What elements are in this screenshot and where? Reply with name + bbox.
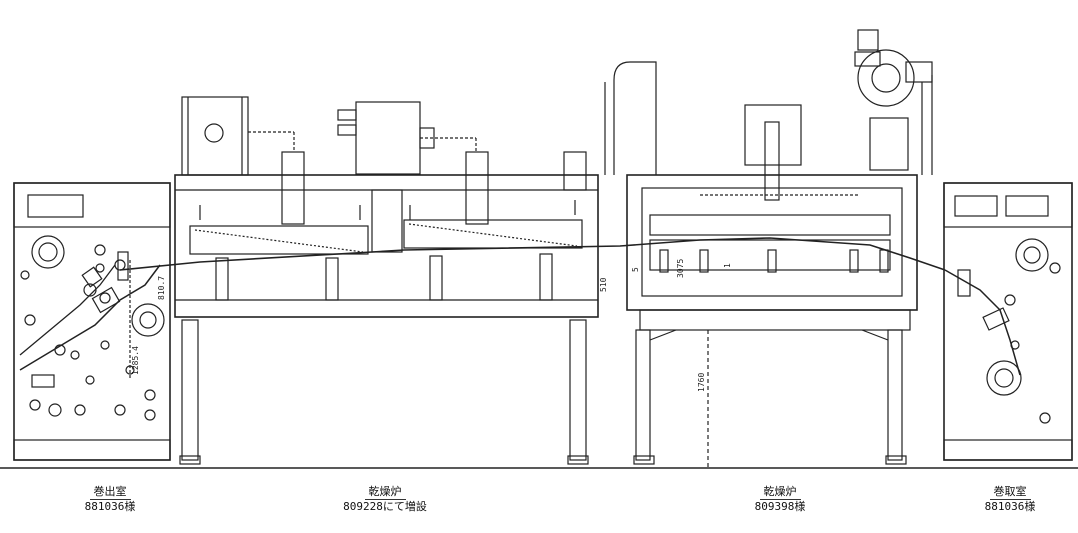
dim-dryer-c: 1 [723, 263, 732, 268]
winder-cabinet [943, 182, 1073, 461]
dim-dryer-a: 5 [631, 267, 640, 272]
dim-floor-height: 1760 [697, 373, 706, 392]
caption-dryer-left-title: 乾燥炉 [364, 485, 406, 500]
dim-unwinder-height: 1285.4 [131, 346, 140, 375]
caption-unwinder-sub: 881036様 [84, 500, 136, 513]
caption-dryer-left: 乾燥炉 809228にて増設 [310, 480, 460, 514]
dim-dryer-gap: 510 [599, 277, 608, 292]
caption-winder-title: 巻取室 [989, 485, 1031, 500]
caption-unwinder-title: 巻出室 [89, 485, 131, 500]
caption-dryer-right-title: 乾燥炉 [759, 485, 801, 500]
caption-dryer-right-sub: 809398様 [754, 500, 806, 513]
caption-dryer-left-sub: 809228にて増設 [343, 500, 427, 513]
dryer-right-body [604, 29, 933, 468]
dryer-left-body [174, 96, 599, 465]
caption-dryer-right: 乾燥炉 809398様 [720, 480, 840, 514]
caption-winder: 巻取室 881036様 [950, 480, 1070, 514]
dim-unwinder-side: 810.7 [157, 276, 166, 300]
unwinder-cabinet [13, 182, 171, 461]
caption-winder-sub: 881036様 [984, 500, 1036, 513]
dim-dryer-b: 3075 [676, 259, 685, 278]
web-path [119, 237, 946, 271]
caption-unwinder: 巻出室 881036様 [50, 480, 170, 514]
